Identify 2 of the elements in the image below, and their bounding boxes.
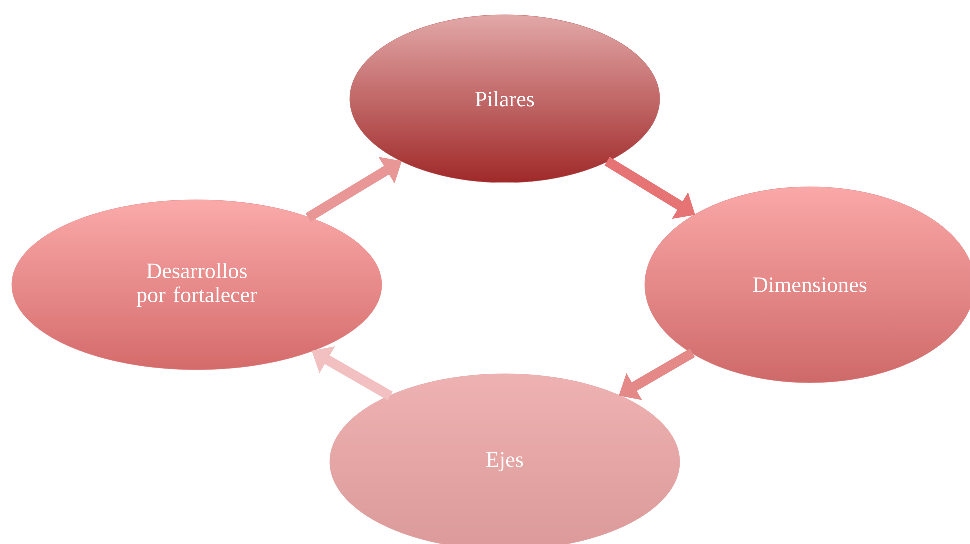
ellipse-node: Desarrollos por fortalecer	[12, 200, 382, 370]
ellipse-node: Pilares	[350, 14, 660, 184]
